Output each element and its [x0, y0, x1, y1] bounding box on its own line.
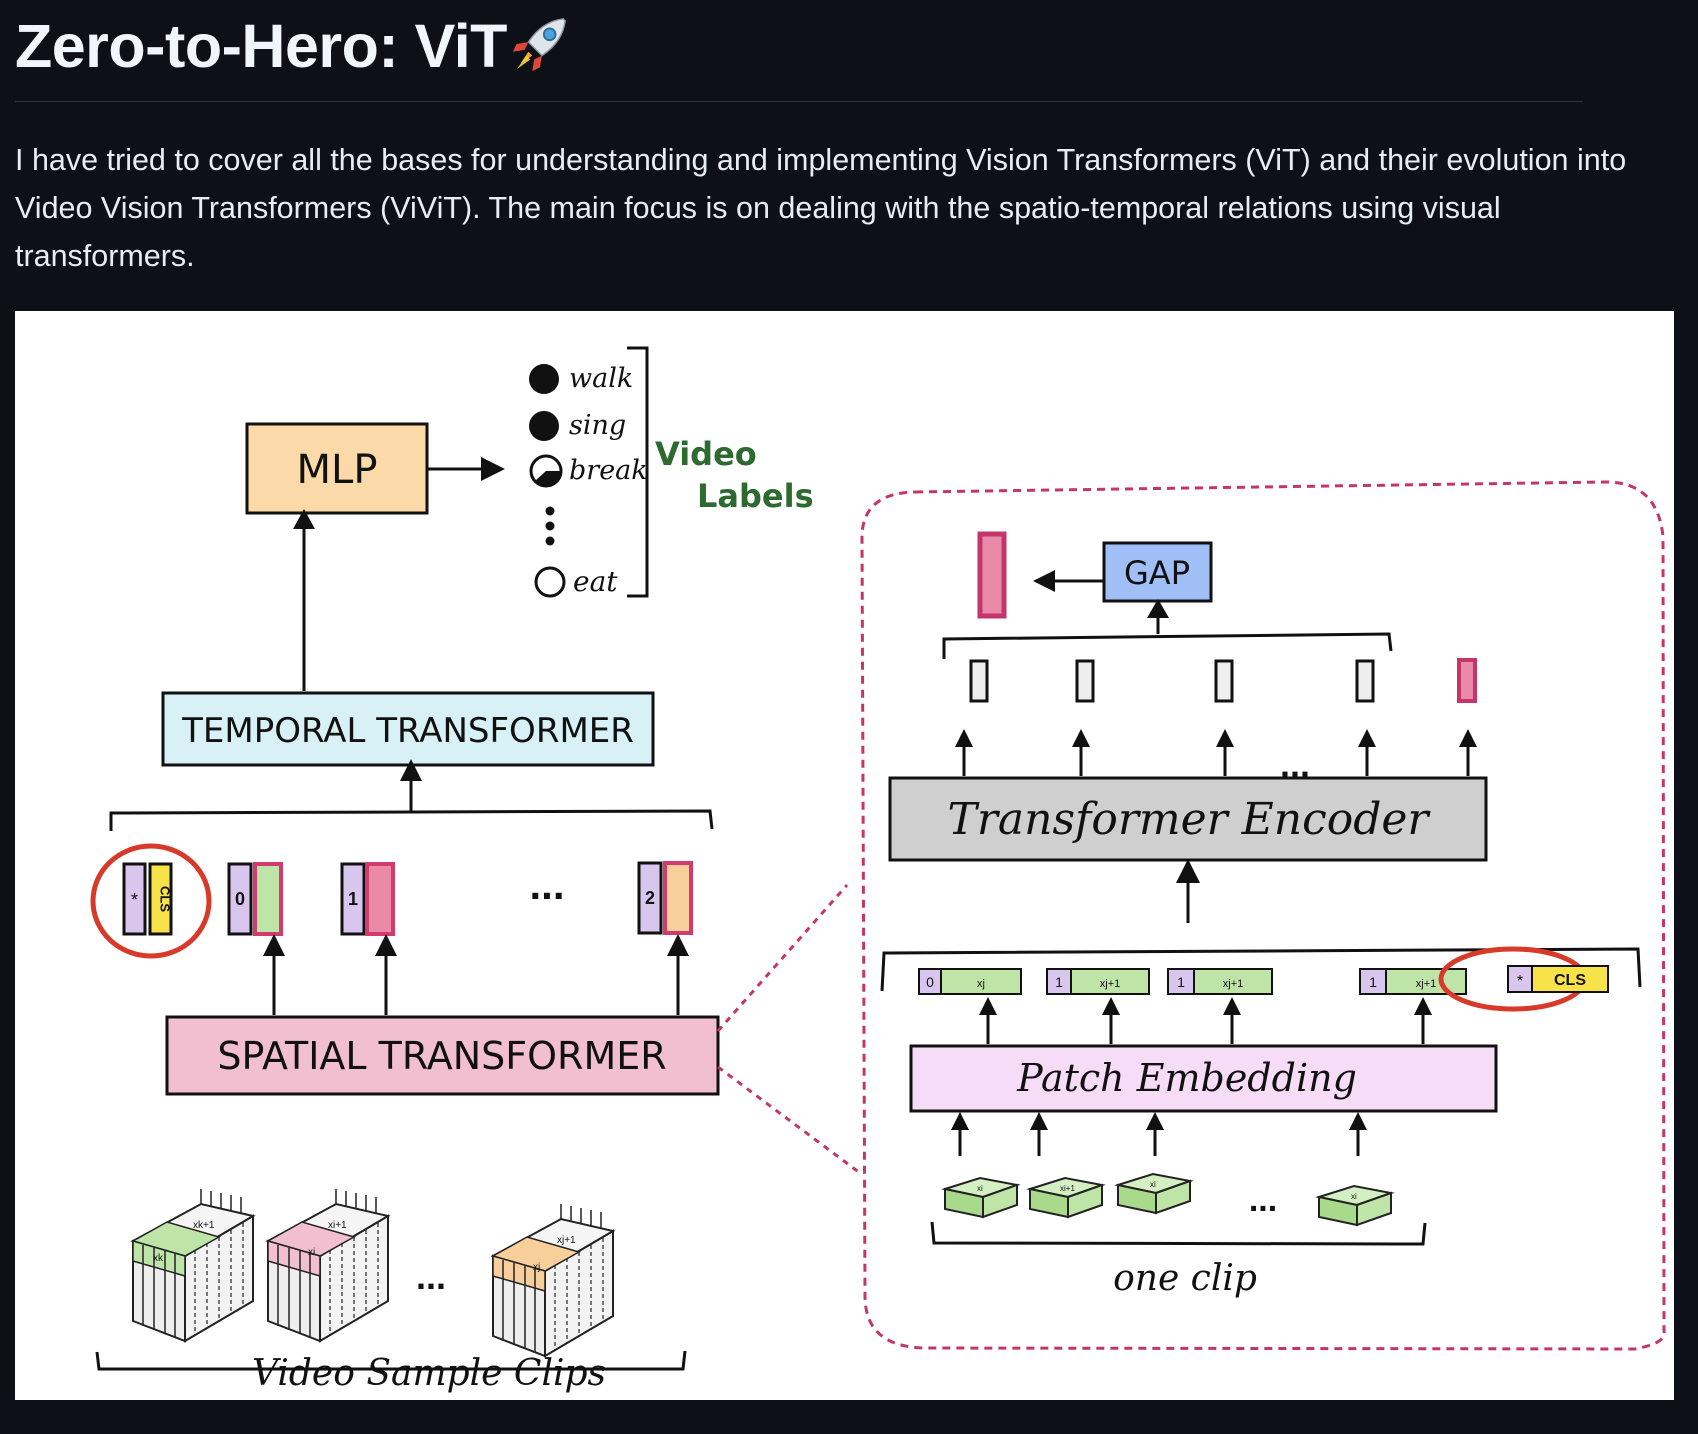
svg-text:xj+1: xj+1 — [557, 1235, 576, 1246]
embedded-cls-token: * CLS — [1438, 946, 1609, 1012]
token-2: 2 — [637, 861, 693, 935]
cls-star: * — [131, 890, 138, 910]
cls-label: CLS — [1554, 972, 1586, 989]
embedded-token-1: 1 xj+1 — [1046, 968, 1150, 995]
mlp-block: MLP — [245, 422, 429, 515]
spatial-transformer-block: SPATIAL TRANSFORMER — [165, 1015, 720, 1096]
video-labels-text-1: Video — [655, 435, 757, 473]
title-divider — [15, 101, 1583, 102]
embedded-token-3: 1 xj+1 — [1359, 968, 1467, 995]
embedded-token-2: 1 xj+1 — [1167, 968, 1273, 995]
clip-cube-3: xj+1 xj — [490, 1204, 616, 1358]
label-walk: walk — [569, 363, 633, 394]
svg-text:0: 0 — [926, 974, 934, 990]
svg-text:xi+1: xi+1 — [328, 1220, 347, 1231]
label-break: break — [569, 455, 648, 486]
svg-text:xi+1: xi+1 — [1060, 1184, 1075, 1193]
svg-text:xj+1: xj+1 — [1416, 978, 1437, 990]
patch-4: xi — [1315, 1184, 1395, 1227]
svg-text:xk: xk — [153, 1253, 164, 1264]
svg-text:...: ... — [416, 1256, 446, 1297]
embedded-token-0: 0 xj — [918, 968, 1022, 995]
page-title-text: Zero-to-Hero: ViT — [15, 12, 507, 80]
svg-text:...: ... — [1249, 1181, 1277, 1219]
page-title: Zero-to-Hero: ViT — [15, 6, 571, 86]
patch-embedding-block: Patch Embedding — [909, 1044, 1498, 1113]
svg-text:1: 1 — [1369, 974, 1377, 990]
cls-vertical-label: CLS — [158, 886, 173, 912]
video-label-list: walk sing break eat — [529, 346, 649, 598]
patch-input-arrows — [951, 1112, 1367, 1156]
label-eat: eat — [573, 565, 618, 598]
svg-text:xk+1: xk+1 — [193, 1220, 215, 1231]
mlp-output-arrow — [427, 457, 505, 481]
gap-label: GAP — [1124, 554, 1190, 592]
svg-text:1: 1 — [1177, 974, 1185, 990]
svg-text:*: * — [1517, 973, 1523, 990]
svg-text:xi: xi — [1150, 1180, 1156, 1189]
svg-text:2: 2 — [645, 888, 655, 908]
gap-block: GAP — [1102, 541, 1213, 603]
token-1: 1 — [340, 862, 395, 936]
transformer-encoder-block: Transformer Encoder — [888, 776, 1488, 862]
transformer-encoder-label: Transformer Encoder — [948, 794, 1432, 845]
patch-2: xi+1 — [1026, 1176, 1106, 1219]
spatial-transformer-label: SPATIAL TRANSFORMER — [217, 1034, 666, 1078]
video-clip-cubes: xk+1 xk xi+1 xi ... xj+1 — [130, 1189, 616, 1358]
mlp-label: MLP — [297, 447, 378, 493]
encoder-output-arrows — [955, 729, 1477, 776]
temporal-transformer-label: TEMPORAL TRANSFORMER — [181, 711, 634, 751]
patch-3: xi — [1114, 1172, 1194, 1215]
clip-cube-2: xi+1 xi — [265, 1189, 391, 1343]
rocket-icon — [512, 18, 566, 72]
one-clip-label: one clip — [1113, 1258, 1257, 1299]
token-0: 0 — [227, 862, 283, 936]
temporal-transformer-block: TEMPORAL TRANSFORMER — [161, 691, 655, 767]
label-sing: sing — [569, 410, 626, 441]
spatial-output-arrows — [263, 934, 689, 1015]
video-labels-text-2: Labels — [697, 477, 814, 515]
svg-text:xj: xj — [977, 978, 985, 990]
svg-text:1: 1 — [1055, 974, 1063, 990]
embedded-tokens: 0 xj 1 xj+1 1 xj+1 1 xj+1 * CLS — [918, 946, 1609, 1012]
svg-text:xj+1: xj+1 — [1223, 978, 1244, 990]
one-clip-detail-panel — [860, 480, 1666, 1351]
patch-1: xi — [941, 1176, 1021, 1219]
video-sample-clips-label: Video Sample Clips — [252, 1353, 606, 1394]
cls-token-group: * CLS — [90, 843, 212, 959]
vivit-architecture-diagram: MLP walk sing break eat Video Labels TEM… — [15, 311, 1674, 1400]
svg-text:xi: xi — [1351, 1192, 1357, 1201]
clip-patches: xi xi+1 xi ... xi — [941, 1172, 1395, 1227]
svg-text:0: 0 — [235, 889, 245, 909]
patch-embedding-label: Patch Embedding — [1016, 1056, 1357, 1100]
token-ellipsis: ... — [529, 861, 564, 908]
video-embedding-output — [977, 531, 1007, 619]
svg-text:xi: xi — [977, 1184, 983, 1193]
svg-text:xj: xj — [533, 1262, 540, 1273]
intro-paragraph: I have tried to cover all the bases for … — [15, 143, 1627, 273]
patch-embedding-output-arrows — [979, 997, 1432, 1044]
encoder-output-tokens — [969, 658, 1477, 703]
clip-cube-1: xk+1 xk — [130, 1189, 256, 1343]
svg-text:xj+1: xj+1 — [1100, 978, 1121, 990]
svg-text:xi: xi — [308, 1247, 315, 1258]
svg-text:1: 1 — [348, 889, 358, 909]
